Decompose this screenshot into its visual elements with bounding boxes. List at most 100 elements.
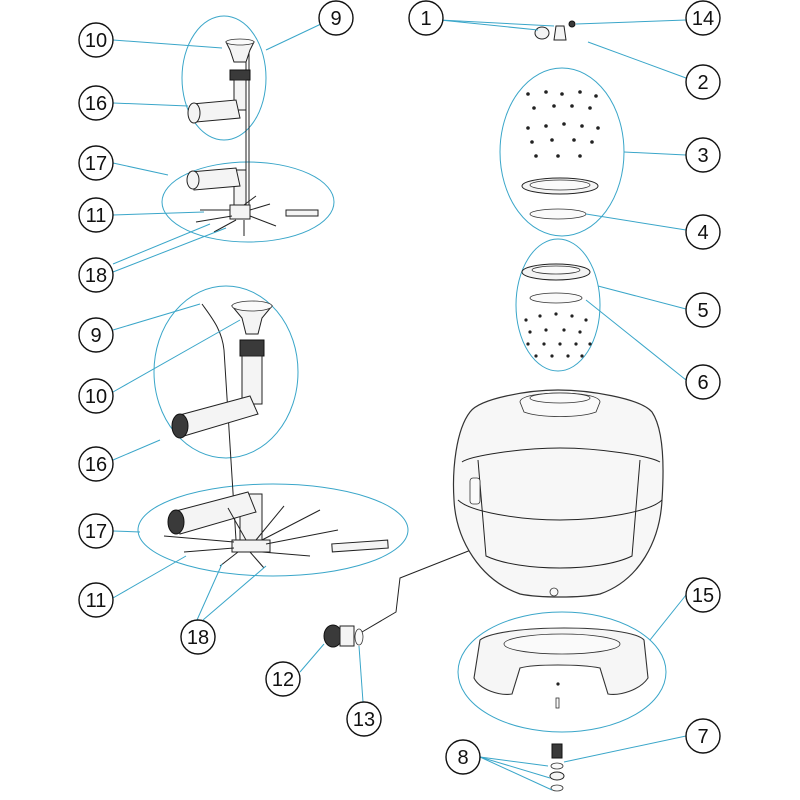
lateral-hub-small [229,204,251,220]
callout-17b: 17 [78,513,114,549]
leader-18b-1 [196,563,223,621]
pressure-gauge-cap [534,26,550,40]
svg-text:13: 13 [353,709,375,731]
leader-3 [623,151,687,156]
callout-16a: 16 [78,85,114,121]
leader-18b-2 [202,565,267,621]
leader-8-c [479,756,553,791]
leader-8-b [479,756,551,779]
washer-2 [549,771,565,781]
group-ellipse-17-large [137,483,409,577]
lateral-small [243,195,257,206]
group-ellipse-5-6 [515,238,601,372]
callout-1: 1 [408,0,444,36]
leader-14 [575,19,687,25]
leader-1-a [439,19,539,31]
leader-11b [112,555,187,599]
lid-group [499,20,625,237]
flange-group [515,238,601,372]
svg-text:2: 2 [697,72,708,94]
bottom-left-assembly [137,285,409,577]
svg-text:4: 4 [697,222,708,244]
thread-ring-small [229,69,251,81]
callout-7: 7 [685,718,721,754]
tank-drain-port [549,587,559,597]
base-bolt [555,697,560,709]
side-pipe-end-large [171,413,189,439]
lateral-small [249,215,277,227]
svg-text:10: 10 [85,386,107,408]
lateral-large [261,509,321,541]
leader-10a [112,39,223,49]
svg-text:18: 18 [85,265,107,287]
drain-valve-stem [551,743,563,759]
leader-10b [112,319,241,393]
svg-text:17: 17 [85,153,107,175]
callout-15: 15 [685,577,721,613]
tank-side-port [469,477,481,505]
side-pipe-end-small [187,102,201,124]
leader-2 [587,41,687,79]
tank-neck [529,392,591,404]
leader-6 [585,299,687,381]
washer-1 [550,762,564,770]
svg-text:8: 8 [457,747,468,769]
top-left-assembly [161,15,335,243]
svg-text:7: 7 [697,726,708,748]
callout-6: 6 [685,364,721,400]
svg-text:9: 9 [330,8,341,30]
drain-plug [339,625,355,647]
leader-11a [112,211,205,216]
lower-side-pipe-end-small [186,170,200,190]
lateral-large [183,547,235,553]
washer-3 [550,784,564,792]
leader-7 [563,735,687,763]
flange-bolts [524,312,592,358]
lateral-hub-large [231,539,271,553]
callout-4: 4 [685,214,721,250]
leader-4 [585,213,687,231]
callout-9a: 9 [318,0,354,36]
spare-lateral-large [331,539,389,553]
leader-18a-2 [112,227,227,273]
valve-body [553,25,567,41]
lateral-large [227,507,247,541]
leader-9a [265,23,322,51]
callout-bubbles: 10 9 16 17 11 18 9 10 16 17 11 18 12 13 … [78,0,721,775]
svg-text:17: 17 [85,521,107,543]
tank-base-top [503,633,621,655]
drain-parts [323,547,477,648]
lateral-large [219,551,239,567]
group-ellipse-15 [457,611,667,733]
small-fitting [568,20,576,28]
leader-13 [358,645,364,703]
tank-seam-lower [457,499,663,521]
svg-text:12: 12 [272,669,294,691]
callout-14: 14 [685,0,721,36]
callout-8: 8 [445,739,481,775]
lateral-small [213,219,237,233]
lateral-large [163,535,235,543]
callout-5: 5 [685,292,721,328]
svg-text:10: 10 [85,30,107,52]
flange-o-ring [529,292,583,304]
callout-18b: 18 [180,619,216,655]
leader-lines [112,19,687,791]
o-ring [529,208,587,220]
callout-11b: 11 [78,582,114,618]
svg-text:5: 5 [697,300,708,322]
svg-text:16: 16 [85,93,107,115]
svg-text:11: 11 [86,590,107,612]
callout-16b: 16 [78,446,114,482]
lateral-small [249,203,271,211]
callout-12: 12 [265,661,301,697]
svg-text:6: 6 [697,372,708,394]
callout-17a: 17 [78,145,114,181]
leader-9b [112,303,201,331]
svg-text:11: 11 [86,205,107,227]
svg-text:16: 16 [85,454,107,476]
drain-nut [323,624,343,648]
base-screw [556,682,560,686]
